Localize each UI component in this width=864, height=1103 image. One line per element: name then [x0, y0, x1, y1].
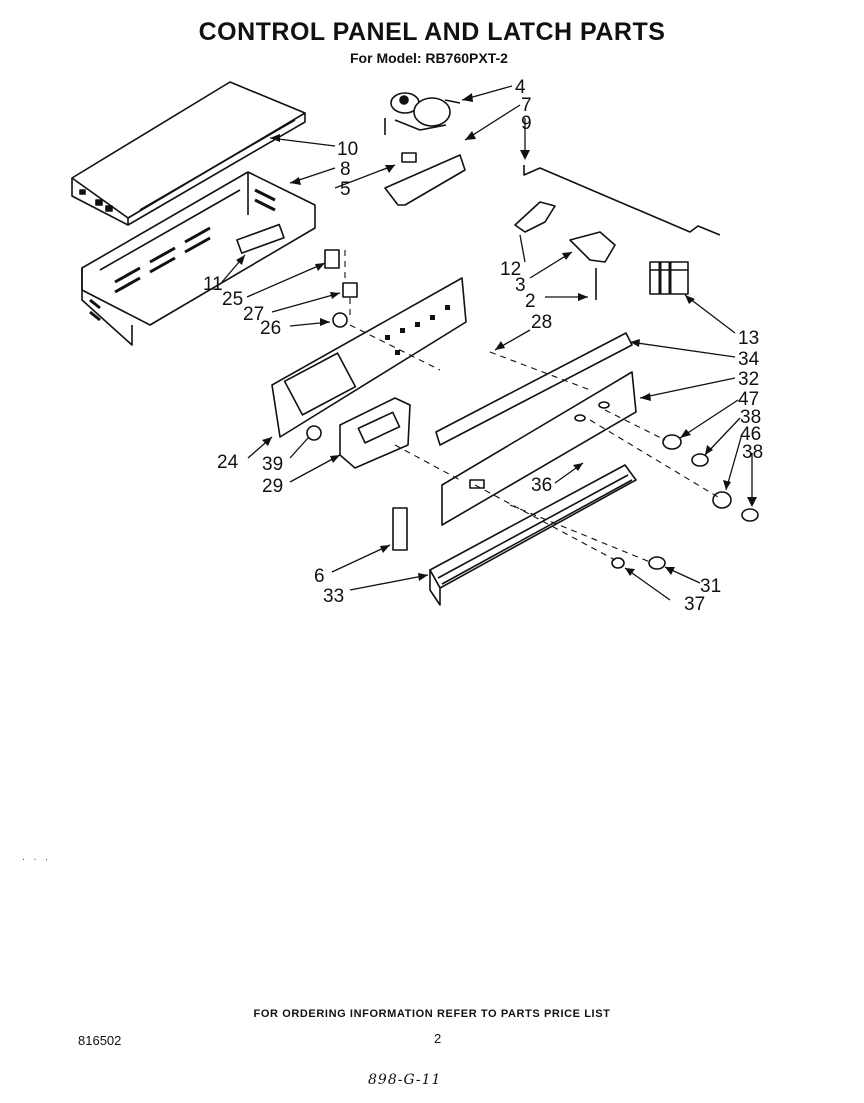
- part-32-trim-panel: [441, 371, 637, 526]
- callout-31: 31: [700, 576, 721, 597]
- callout-25: 25: [222, 289, 243, 310]
- callout-38-upper: 38: [740, 407, 761, 428]
- callout-5: 5: [340, 179, 351, 200]
- callout-37: 37: [684, 594, 705, 615]
- callout-29: 29: [262, 476, 283, 497]
- callout-34: 34: [738, 349, 760, 370]
- callout-46: 46: [740, 424, 761, 445]
- part-38-knob-insert-2: [741, 508, 759, 522]
- callout-38-lower: 38: [742, 442, 763, 463]
- part-3-latch-plate: [569, 231, 616, 263]
- part-4-latch-motor: [384, 92, 461, 135]
- callout-32: 32: [738, 369, 759, 390]
- part-47-knob: [662, 434, 682, 450]
- part-8-side-bracket: [81, 171, 316, 346]
- part-12-latch-hook: [514, 201, 556, 233]
- document-number: 816502: [78, 1033, 122, 1048]
- callout-39: 39: [262, 454, 283, 475]
- callout-3: 3: [515, 275, 526, 296]
- page-title: CONTROL PANEL AND LATCH PARTS: [198, 18, 666, 46]
- ordering-note: FOR ORDERING INFORMATION REFER TO PARTS …: [253, 1008, 611, 1020]
- part-46-knob: [712, 491, 732, 509]
- model-subtitle: For Model: RB760PXT-2: [350, 50, 508, 66]
- part-38-knob-insert: [691, 453, 709, 467]
- callout-7: 7: [521, 95, 532, 116]
- part-11-connector: [236, 223, 285, 254]
- callout-33: 33: [323, 586, 344, 607]
- part-latch-rod: [523, 165, 721, 236]
- callout-24: 24: [217, 452, 239, 473]
- part-9-bracket-plate: [384, 154, 466, 206]
- part-26-knob-shaft: [332, 312, 348, 328]
- part-13-switch: [649, 261, 689, 295]
- part-24-control-panel-plate: [271, 277, 467, 438]
- callout-13: 13: [738, 328, 759, 349]
- page-number: 2: [434, 1031, 442, 1046]
- callout-47: 47: [738, 389, 759, 410]
- part-33-extrusion: [429, 464, 637, 606]
- callout-8: 8: [340, 159, 351, 180]
- callout-2: 2: [525, 291, 536, 312]
- part-37-screw: [611, 557, 625, 569]
- callout-12: 12: [500, 259, 521, 280]
- stray-marks: . . .: [22, 852, 51, 863]
- callout-6: 6: [314, 566, 325, 587]
- part-10-top-cover: [71, 81, 306, 226]
- callout-28: 28: [531, 312, 552, 333]
- callout-11: 11: [203, 274, 223, 295]
- handwritten-note: 898-G-11: [368, 1072, 442, 1088]
- callout-26: 26: [260, 318, 281, 339]
- part-5-block: [401, 152, 417, 163]
- part-6-spacer: [392, 507, 408, 551]
- callout-9: 9: [521, 113, 532, 134]
- callout-27: 27: [243, 304, 264, 325]
- part-39-button: [306, 425, 322, 441]
- part-31-nut: [648, 556, 666, 570]
- part-34-support-bar: [435, 332, 633, 446]
- callout-4: 4: [515, 77, 526, 98]
- part-29-clock-module: [339, 397, 411, 469]
- callout-36: 36: [531, 475, 552, 496]
- part-25-clip: [324, 249, 340, 269]
- part-27-clip: [342, 282, 358, 298]
- callout-10: 10: [337, 139, 358, 160]
